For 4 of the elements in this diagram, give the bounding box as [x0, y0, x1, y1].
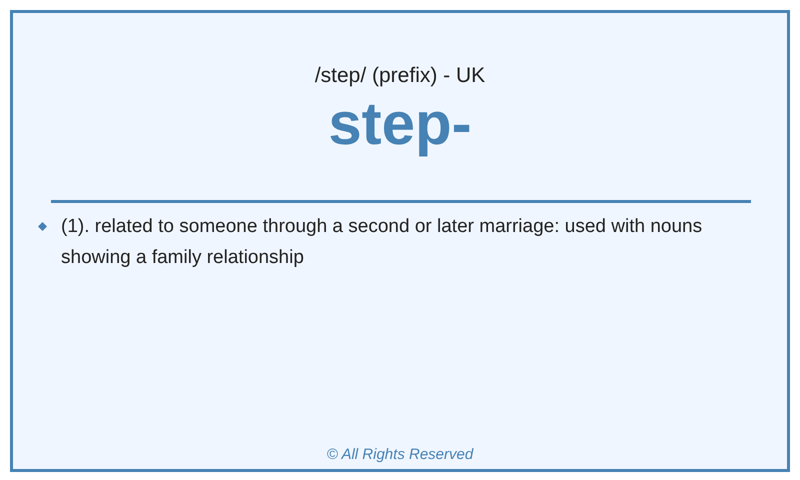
pronunciation: /step/ (prefix) - UK: [314, 64, 486, 88]
definition-text: (1). related to someone through a second or later marriage: used with nouns showing a family relationship: [61, 215, 704, 270]
headword: step-: [327, 89, 473, 158]
copyright-note: © All Rights Reserved: [326, 446, 474, 463]
